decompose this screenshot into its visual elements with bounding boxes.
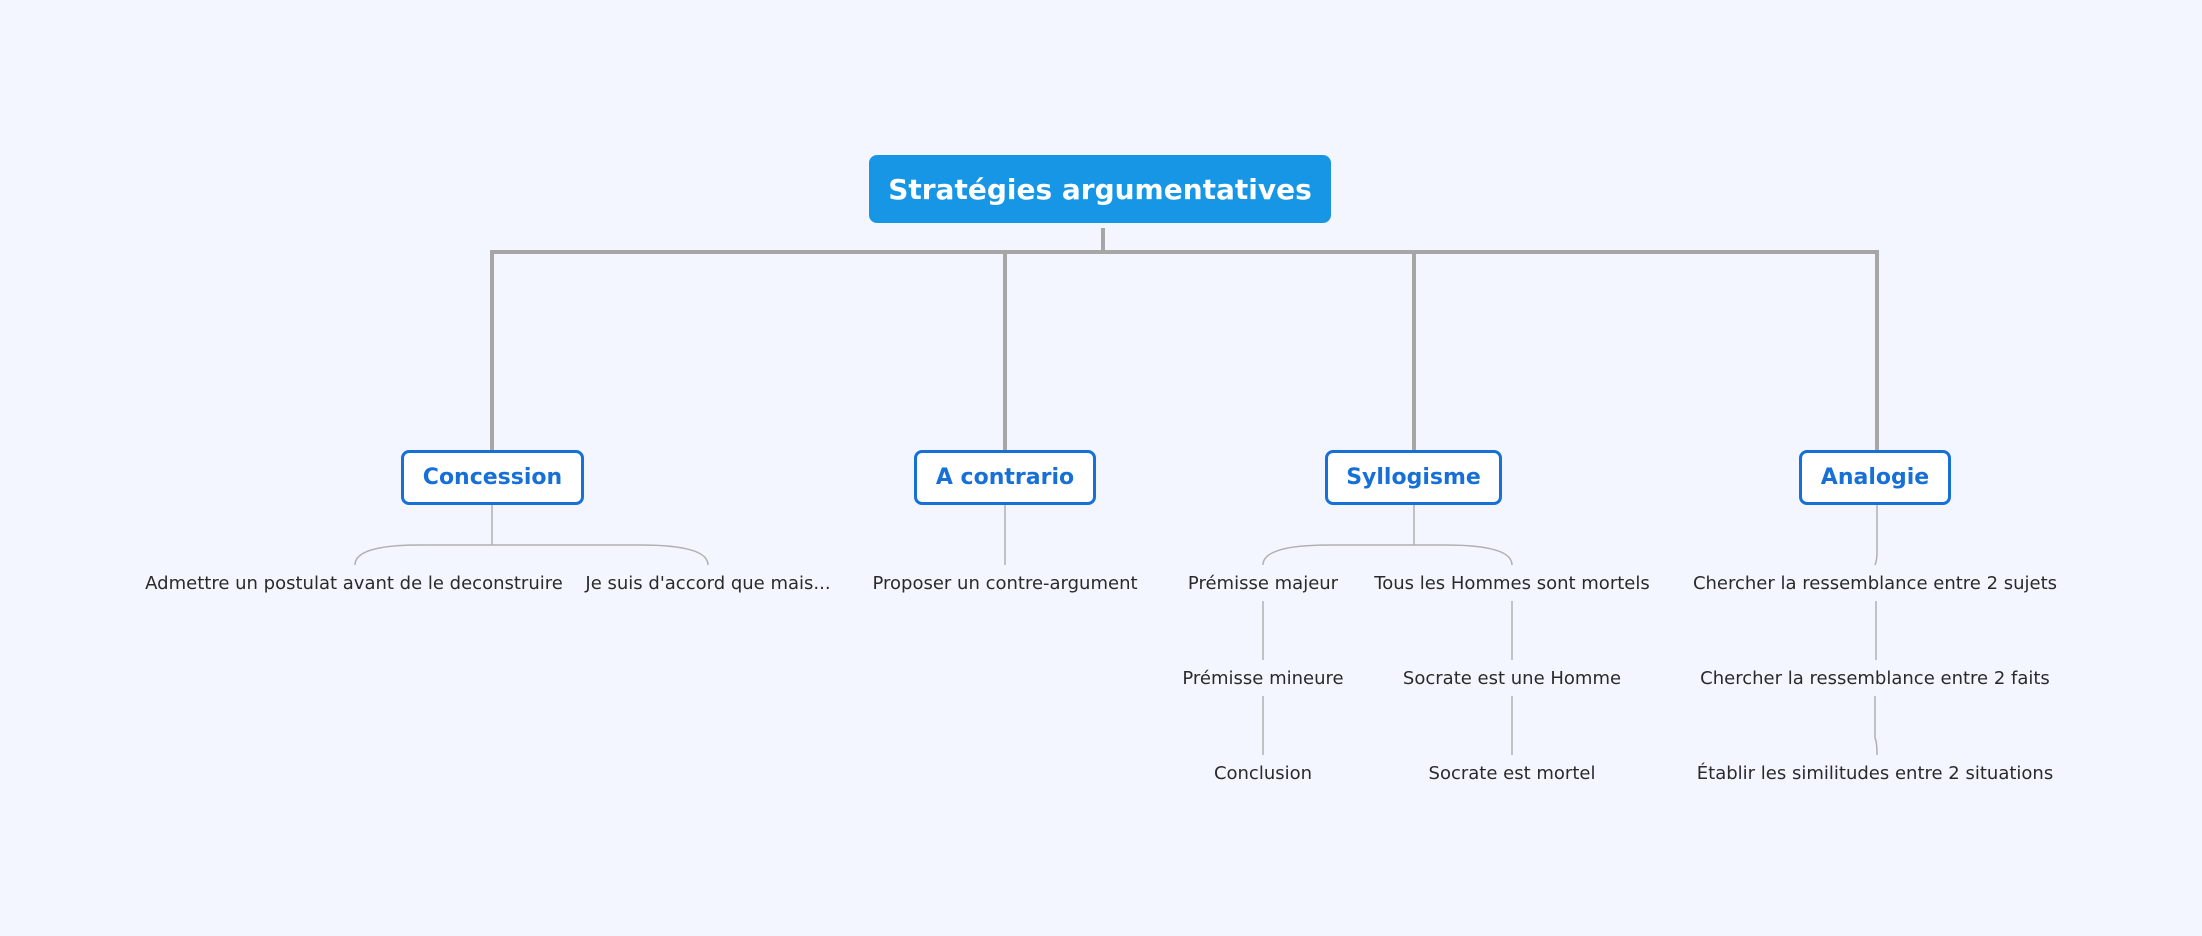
leaf-syllogisme-example-1[interactable]: Tous les Hommes sont mortels bbox=[1374, 572, 1650, 594]
concession-bracket-line bbox=[354, 544, 709, 566]
leaf-a-contrario-1[interactable]: Proposer un contre-argument bbox=[872, 572, 1138, 594]
leaf-syllogisme-example-3[interactable]: Socrate est mortel bbox=[1428, 762, 1596, 784]
branch-syllogisme[interactable]: Syllogisme bbox=[1325, 450, 1502, 505]
root-topic[interactable]: Stratégies argumentatives bbox=[869, 155, 1331, 223]
branch-concession[interactable]: Concession bbox=[401, 450, 584, 505]
branch-analogie-label: Analogie bbox=[1820, 465, 1930, 490]
branch-a-contrario-label: A contrario bbox=[935, 465, 1075, 490]
leaf-concession-1[interactable]: Admettre un postulat avant de le deconst… bbox=[145, 572, 563, 594]
syllogisme-bracket-line bbox=[1262, 544, 1513, 566]
leaf-syllogisme-premisse-majeur[interactable]: Prémisse majeur bbox=[1187, 572, 1339, 594]
branch-syllogisme-label: Syllogisme bbox=[1346, 465, 1481, 490]
leaf-syllogisme-example-2[interactable]: Socrate est une Homme bbox=[1402, 667, 1622, 689]
leaf-analogie-3[interactable]: Établir les similitudes entre 2 situatio… bbox=[1696, 762, 2054, 784]
leaf-syllogisme-premisse-mineure[interactable]: Prémisse mineure bbox=[1182, 667, 1344, 689]
branch-analogie[interactable]: Analogie bbox=[1799, 450, 1951, 505]
leaf-concession-2[interactable]: Je suis d'accord que mais... bbox=[585, 572, 831, 594]
root-topic-label: Stratégies argumentatives bbox=[888, 172, 1312, 206]
branch-concession-label: Concession bbox=[422, 465, 563, 490]
leaf-analogie-2[interactable]: Chercher la ressemblance entre 2 faits bbox=[1700, 667, 2050, 689]
leaf-connectors bbox=[354, 504, 1878, 756]
leaf-analogie-1[interactable]: Chercher la ressemblance entre 2 sujets bbox=[1692, 572, 2058, 594]
analogie-stem-line bbox=[1874, 504, 1878, 566]
main-connectors bbox=[490, 228, 1879, 451]
branch-a-contrario[interactable]: A contrario bbox=[914, 450, 1096, 505]
leaf-syllogisme-conclusion[interactable]: Conclusion bbox=[1213, 762, 1313, 784]
analogie-link-2 bbox=[1874, 696, 1878, 756]
